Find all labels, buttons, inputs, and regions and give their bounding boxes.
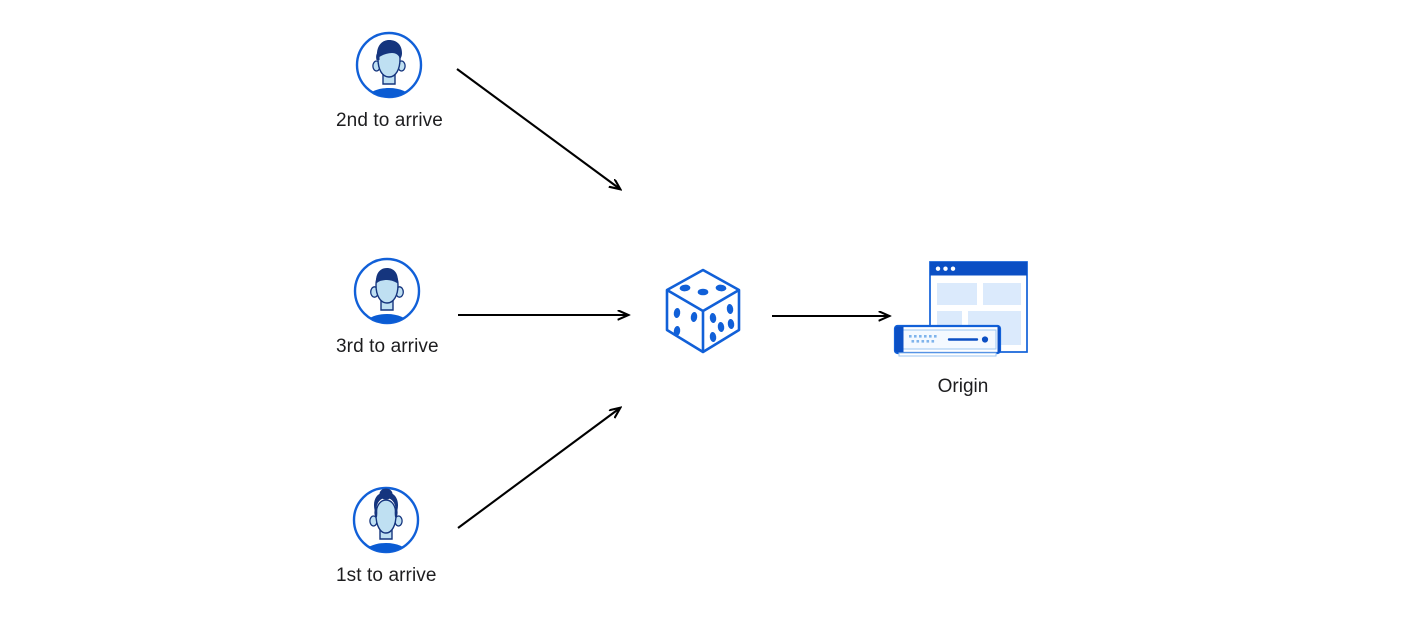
dice-cube-icon xyxy=(661,266,745,358)
load-balancer-node[interactable] xyxy=(661,266,745,358)
user-avatar-icon xyxy=(352,256,422,326)
client-node-top[interactable]: 2nd to arrive xyxy=(336,30,443,132)
origin-label: Origin xyxy=(937,376,989,397)
server-appliance-icon xyxy=(893,324,1002,357)
user-avatar-icon xyxy=(351,485,421,555)
arrow-top-to-dice xyxy=(456,68,620,189)
client-label-top: 2nd to arrive xyxy=(336,110,443,131)
arrow-bottom-to-dice xyxy=(457,408,620,529)
client-label-bottom: 1st to arrive xyxy=(336,565,437,586)
origin-server-icon xyxy=(893,258,1033,368)
origin-node[interactable]: Origin xyxy=(893,258,1033,398)
user-avatar-icon xyxy=(354,30,424,100)
client-node-bottom[interactable]: 1st to arrive xyxy=(336,485,437,587)
client-label-middle: 3rd to arrive xyxy=(336,336,439,357)
client-node-middle[interactable]: 3rd to arrive xyxy=(336,256,439,358)
